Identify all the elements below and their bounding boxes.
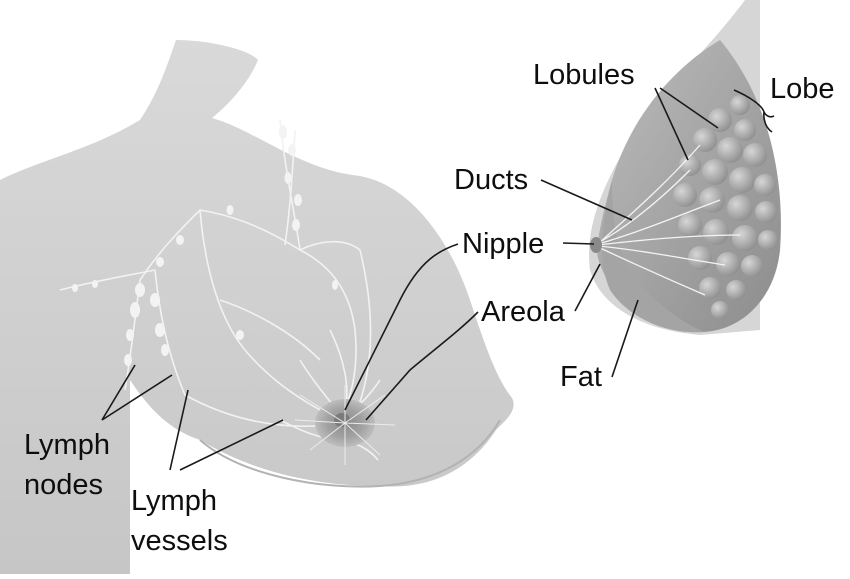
label-lymph-nodes-line1: Lymph — [24, 430, 110, 460]
label-fat: Fat — [560, 362, 602, 392]
label-areola: Areola — [481, 297, 565, 327]
label-lobe: Lobe — [770, 74, 835, 104]
label-ducts: Ducts — [454, 165, 528, 195]
label-lymph-nodes-line2: nodes — [24, 470, 103, 500]
label-lobules: Lobules — [533, 60, 635, 90]
label-nipple: Nipple — [462, 229, 544, 259]
label-lymph-vessels-line1: Lymph — [131, 486, 217, 516]
label-lymph-vessels-line2: vessels — [131, 526, 228, 556]
section-nipple-shape — [590, 237, 602, 253]
